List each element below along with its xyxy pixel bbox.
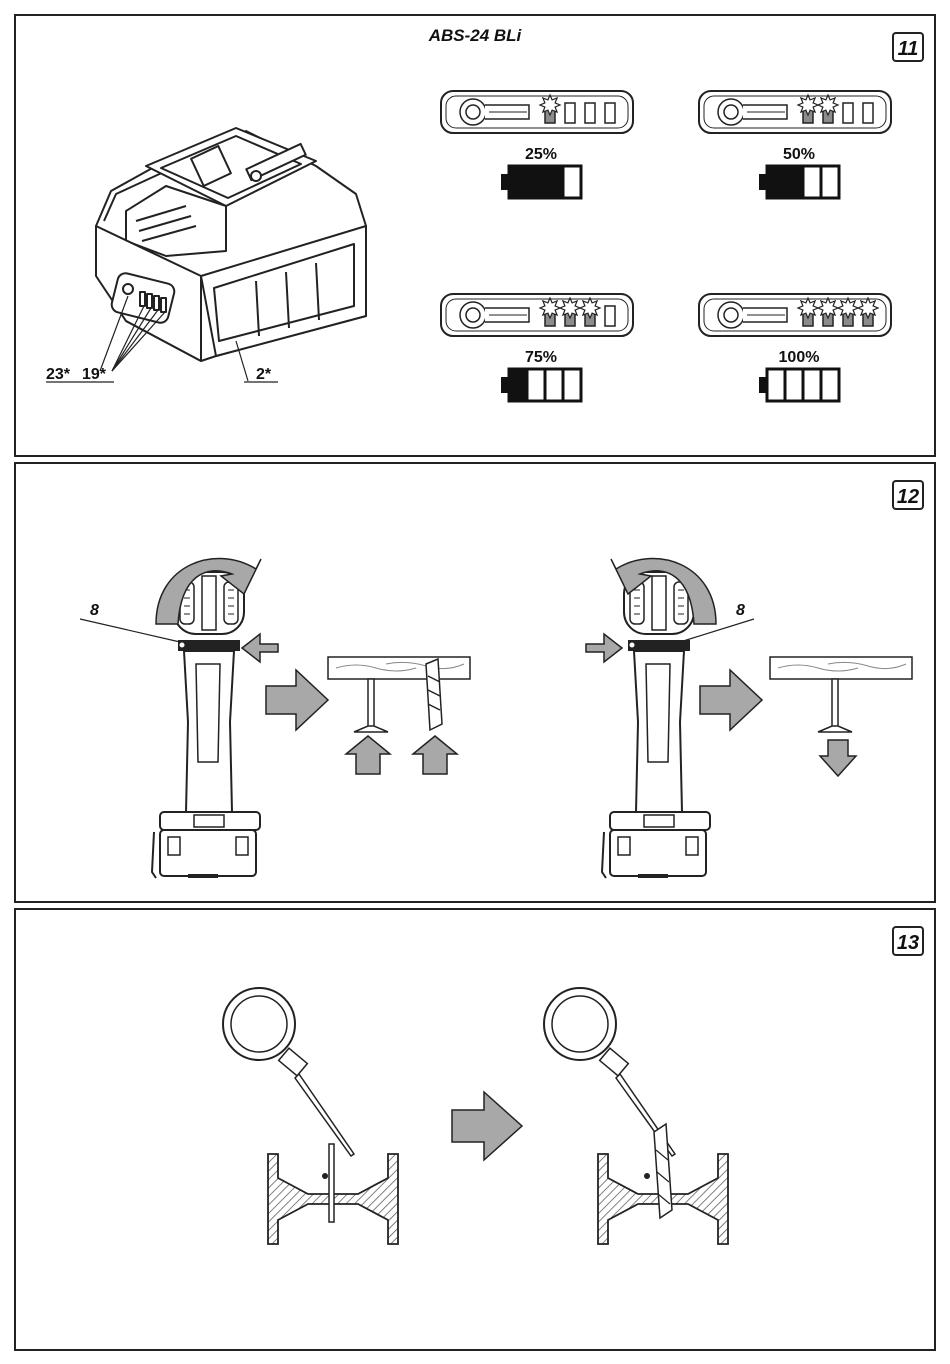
direction-arrow-right-3 bbox=[452, 1092, 522, 1160]
oil-drop-right bbox=[644, 1173, 650, 1179]
led-lit-star bbox=[560, 298, 580, 318]
battery-cell bbox=[527, 369, 545, 401]
battery-cell bbox=[821, 166, 839, 198]
battery-cell bbox=[803, 369, 821, 401]
oil-can-left bbox=[223, 988, 354, 1156]
led-4 bbox=[863, 103, 873, 123]
led-lit-star bbox=[540, 95, 560, 115]
callout-19: 19* bbox=[82, 366, 107, 383]
charge-indicator-3: 75% bbox=[441, 294, 633, 401]
battery-cell bbox=[509, 166, 527, 198]
battery-pack-illustration bbox=[96, 128, 366, 361]
led-2 bbox=[565, 103, 575, 123]
led-3 bbox=[585, 103, 595, 123]
callout-23: 23* bbox=[46, 366, 71, 383]
figure-13-drawing bbox=[16, 910, 934, 1349]
push-arrow-up-2 bbox=[413, 736, 457, 774]
callout-8-left: 8 bbox=[90, 602, 99, 619]
battery-cell bbox=[527, 166, 545, 198]
led-lit-star bbox=[818, 95, 838, 115]
battery-cell bbox=[545, 166, 563, 198]
figure-13-panel: 13 bbox=[14, 908, 936, 1351]
charge-percent-label: 50% bbox=[783, 146, 815, 163]
battery-cell bbox=[767, 369, 785, 401]
charge-indicator-4: 100% bbox=[699, 294, 891, 401]
battery-cell bbox=[785, 166, 803, 198]
charge-indicator-1: 25% bbox=[441, 91, 633, 198]
charge-percent-label: 25% bbox=[525, 146, 557, 163]
led-lit-star bbox=[580, 298, 600, 318]
battery-cell bbox=[509, 369, 527, 401]
direction-arrow-right-1 bbox=[266, 670, 328, 730]
led-3 bbox=[843, 103, 853, 123]
screw-left bbox=[354, 679, 388, 732]
led-lit-star bbox=[838, 298, 858, 318]
figure-11-drawing: 23* 19* 2* 25% 50% 75% 100% bbox=[16, 16, 934, 455]
screw-right bbox=[818, 679, 852, 732]
callout-2: 2* bbox=[256, 366, 272, 383]
figure-12-drawing: 8 8 bbox=[16, 464, 934, 901]
pull-arrow-down bbox=[820, 740, 856, 776]
led-4 bbox=[605, 306, 615, 326]
charge-level-indicators: 25% 50% 75% 100% bbox=[441, 91, 891, 401]
led-lit-star bbox=[540, 298, 560, 318]
led-lit-star bbox=[798, 95, 818, 115]
battery-cell bbox=[545, 369, 563, 401]
led-lit-star bbox=[798, 298, 818, 318]
push-arrow-right bbox=[586, 634, 622, 662]
charge-percent-label: 100% bbox=[779, 349, 820, 366]
direction-arrow-right-2 bbox=[700, 670, 762, 730]
led-lit-star bbox=[818, 298, 838, 318]
battery-cell bbox=[785, 369, 803, 401]
figure-12-panel: 12 bbox=[14, 462, 936, 903]
led-4 bbox=[605, 103, 615, 123]
battery-cell bbox=[821, 369, 839, 401]
callout-8-right: 8 bbox=[736, 602, 745, 619]
push-arrow-up-1 bbox=[346, 736, 390, 774]
charge-percent-label: 75% bbox=[525, 349, 557, 366]
battery-cell bbox=[563, 166, 581, 198]
battery-cell bbox=[767, 166, 785, 198]
drill-bit-thin bbox=[329, 1144, 334, 1222]
led-lit-star bbox=[858, 298, 878, 318]
battery-cell bbox=[803, 166, 821, 198]
figure-11-panel: ABS-24 BLi 11 bbox=[14, 14, 936, 457]
oil-drop-left bbox=[322, 1173, 328, 1179]
push-arrow-left bbox=[242, 634, 278, 662]
charge-indicator-2: 50% bbox=[699, 91, 891, 198]
battery-cell bbox=[563, 369, 581, 401]
